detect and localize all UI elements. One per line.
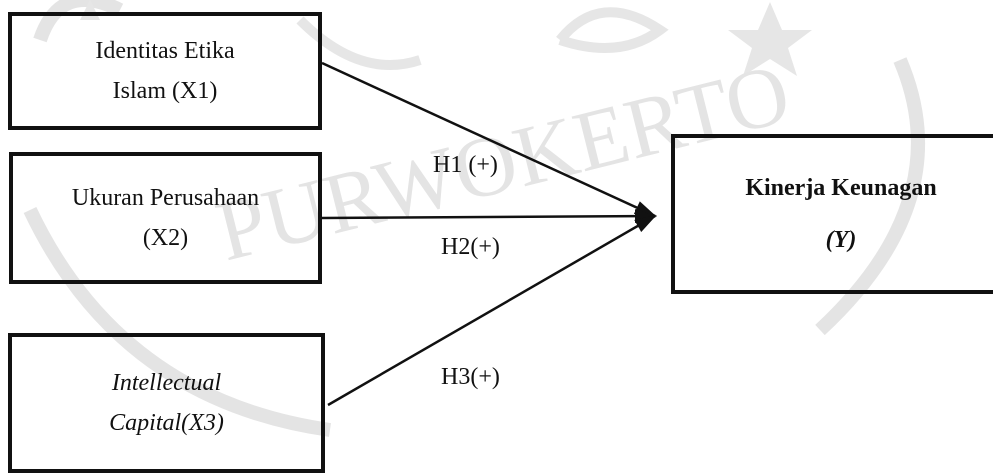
box-intellectual-capital: Intellectual Capital(X3) <box>8 333 325 473</box>
path-arrows <box>321 61 657 407</box>
arrow-x3-to-y <box>327 214 657 407</box>
box-x3-line2: Capital(X3) <box>109 410 224 436</box>
box-x1-line1: Identitas Etika <box>95 38 235 64</box>
arrow-x1-to-y <box>321 61 657 218</box>
box-y-line1: Kinerja Keunagan <box>745 175 937 201</box>
box-x2-line1: Ukuran Perusahaan <box>71 185 260 211</box>
box-kinerja-keuangan: Kinerja Keunagan (Y) <box>671 134 993 294</box>
watermark-seal: PURWOKERTO <box>23 0 925 437</box>
box-y-line2: (Y) <box>825 227 857 253</box>
box-x3-line1: Intellectual <box>111 370 222 396</box>
box-x2-line2: (X2) <box>142 225 189 251</box>
arrow-x2-to-y <box>321 209 657 224</box>
box-x1-line2: Islam (X1) <box>112 78 218 104</box>
label-h1: H1 (+) <box>433 152 498 178</box>
label-h3: H3(+) <box>441 364 500 390</box>
label-h2: H2(+) <box>441 234 500 260</box>
box-ukuran-perusahaan: Ukuran Perusahaan (X2) <box>9 152 322 284</box>
box-identitas-etika-islam: Identitas Etika Islam (X1) <box>8 12 322 130</box>
